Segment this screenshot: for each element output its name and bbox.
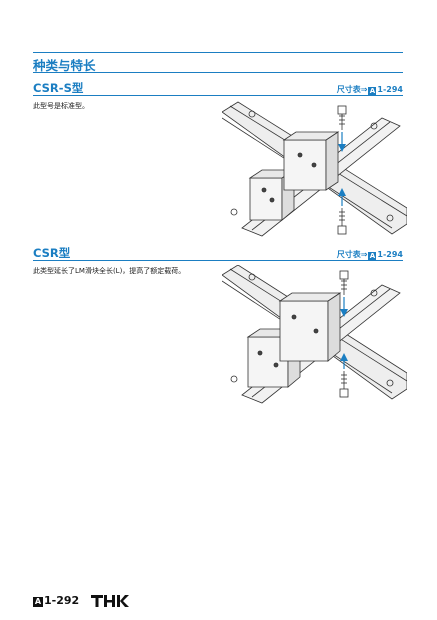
dimension-ref-page: 1-294 [377,85,403,94]
type-description-csr-s: 此型号是标准型。 [33,102,89,110]
type-rule-csr [33,260,403,261]
page-number-text: 1-292 [44,594,80,607]
catalog-a-icon: A [33,597,43,607]
dimension-ref-label: 尺寸表⇒ [336,85,368,94]
csr-s-illustration [222,101,407,237]
catalog-a-icon: A [368,87,377,95]
csr-illustration [222,265,407,404]
type-rule-csr-s [33,95,403,96]
type-title-csr-s: CSR-S型 [33,81,84,95]
type-title-csr: CSR型 [33,246,71,260]
thk-logo [91,593,129,612]
section-title: 种类与特长 [33,58,96,73]
type-description-csr: 此类型延长了LM滑块全长(L)，提高了额定载荷。 [33,267,186,275]
thk-logo-mark [91,595,129,607]
dimension-ref-label: 尺寸表⇒ [336,250,368,259]
catalog-a-icon: A [368,252,377,260]
dimension-ref-page: 1-294 [377,250,403,259]
section-bottom-rule [33,72,403,73]
section-top-rule [33,52,403,53]
